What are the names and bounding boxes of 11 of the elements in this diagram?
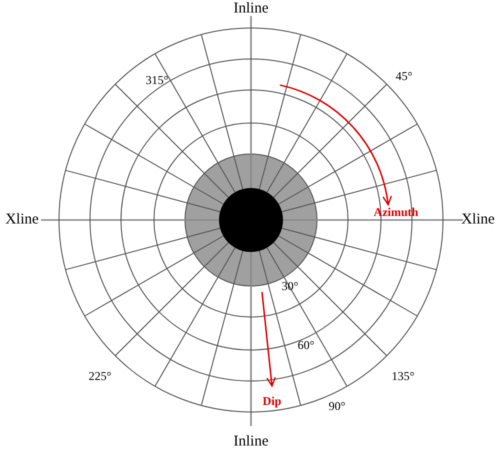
angle-label: 315° xyxy=(146,74,168,86)
arrow-label: Dip xyxy=(262,395,282,407)
angle-label: 135° xyxy=(392,370,414,382)
angle-label: 60° xyxy=(298,339,314,351)
angle-label: 225° xyxy=(88,370,112,382)
axis-label: Inline xyxy=(234,434,268,450)
axis-label: Inline xyxy=(234,2,268,16)
angle-label: 45° xyxy=(396,70,412,82)
axis-label: Xline xyxy=(5,212,39,228)
axis-label: Xline xyxy=(461,212,495,228)
angle-label: 90° xyxy=(328,400,346,412)
